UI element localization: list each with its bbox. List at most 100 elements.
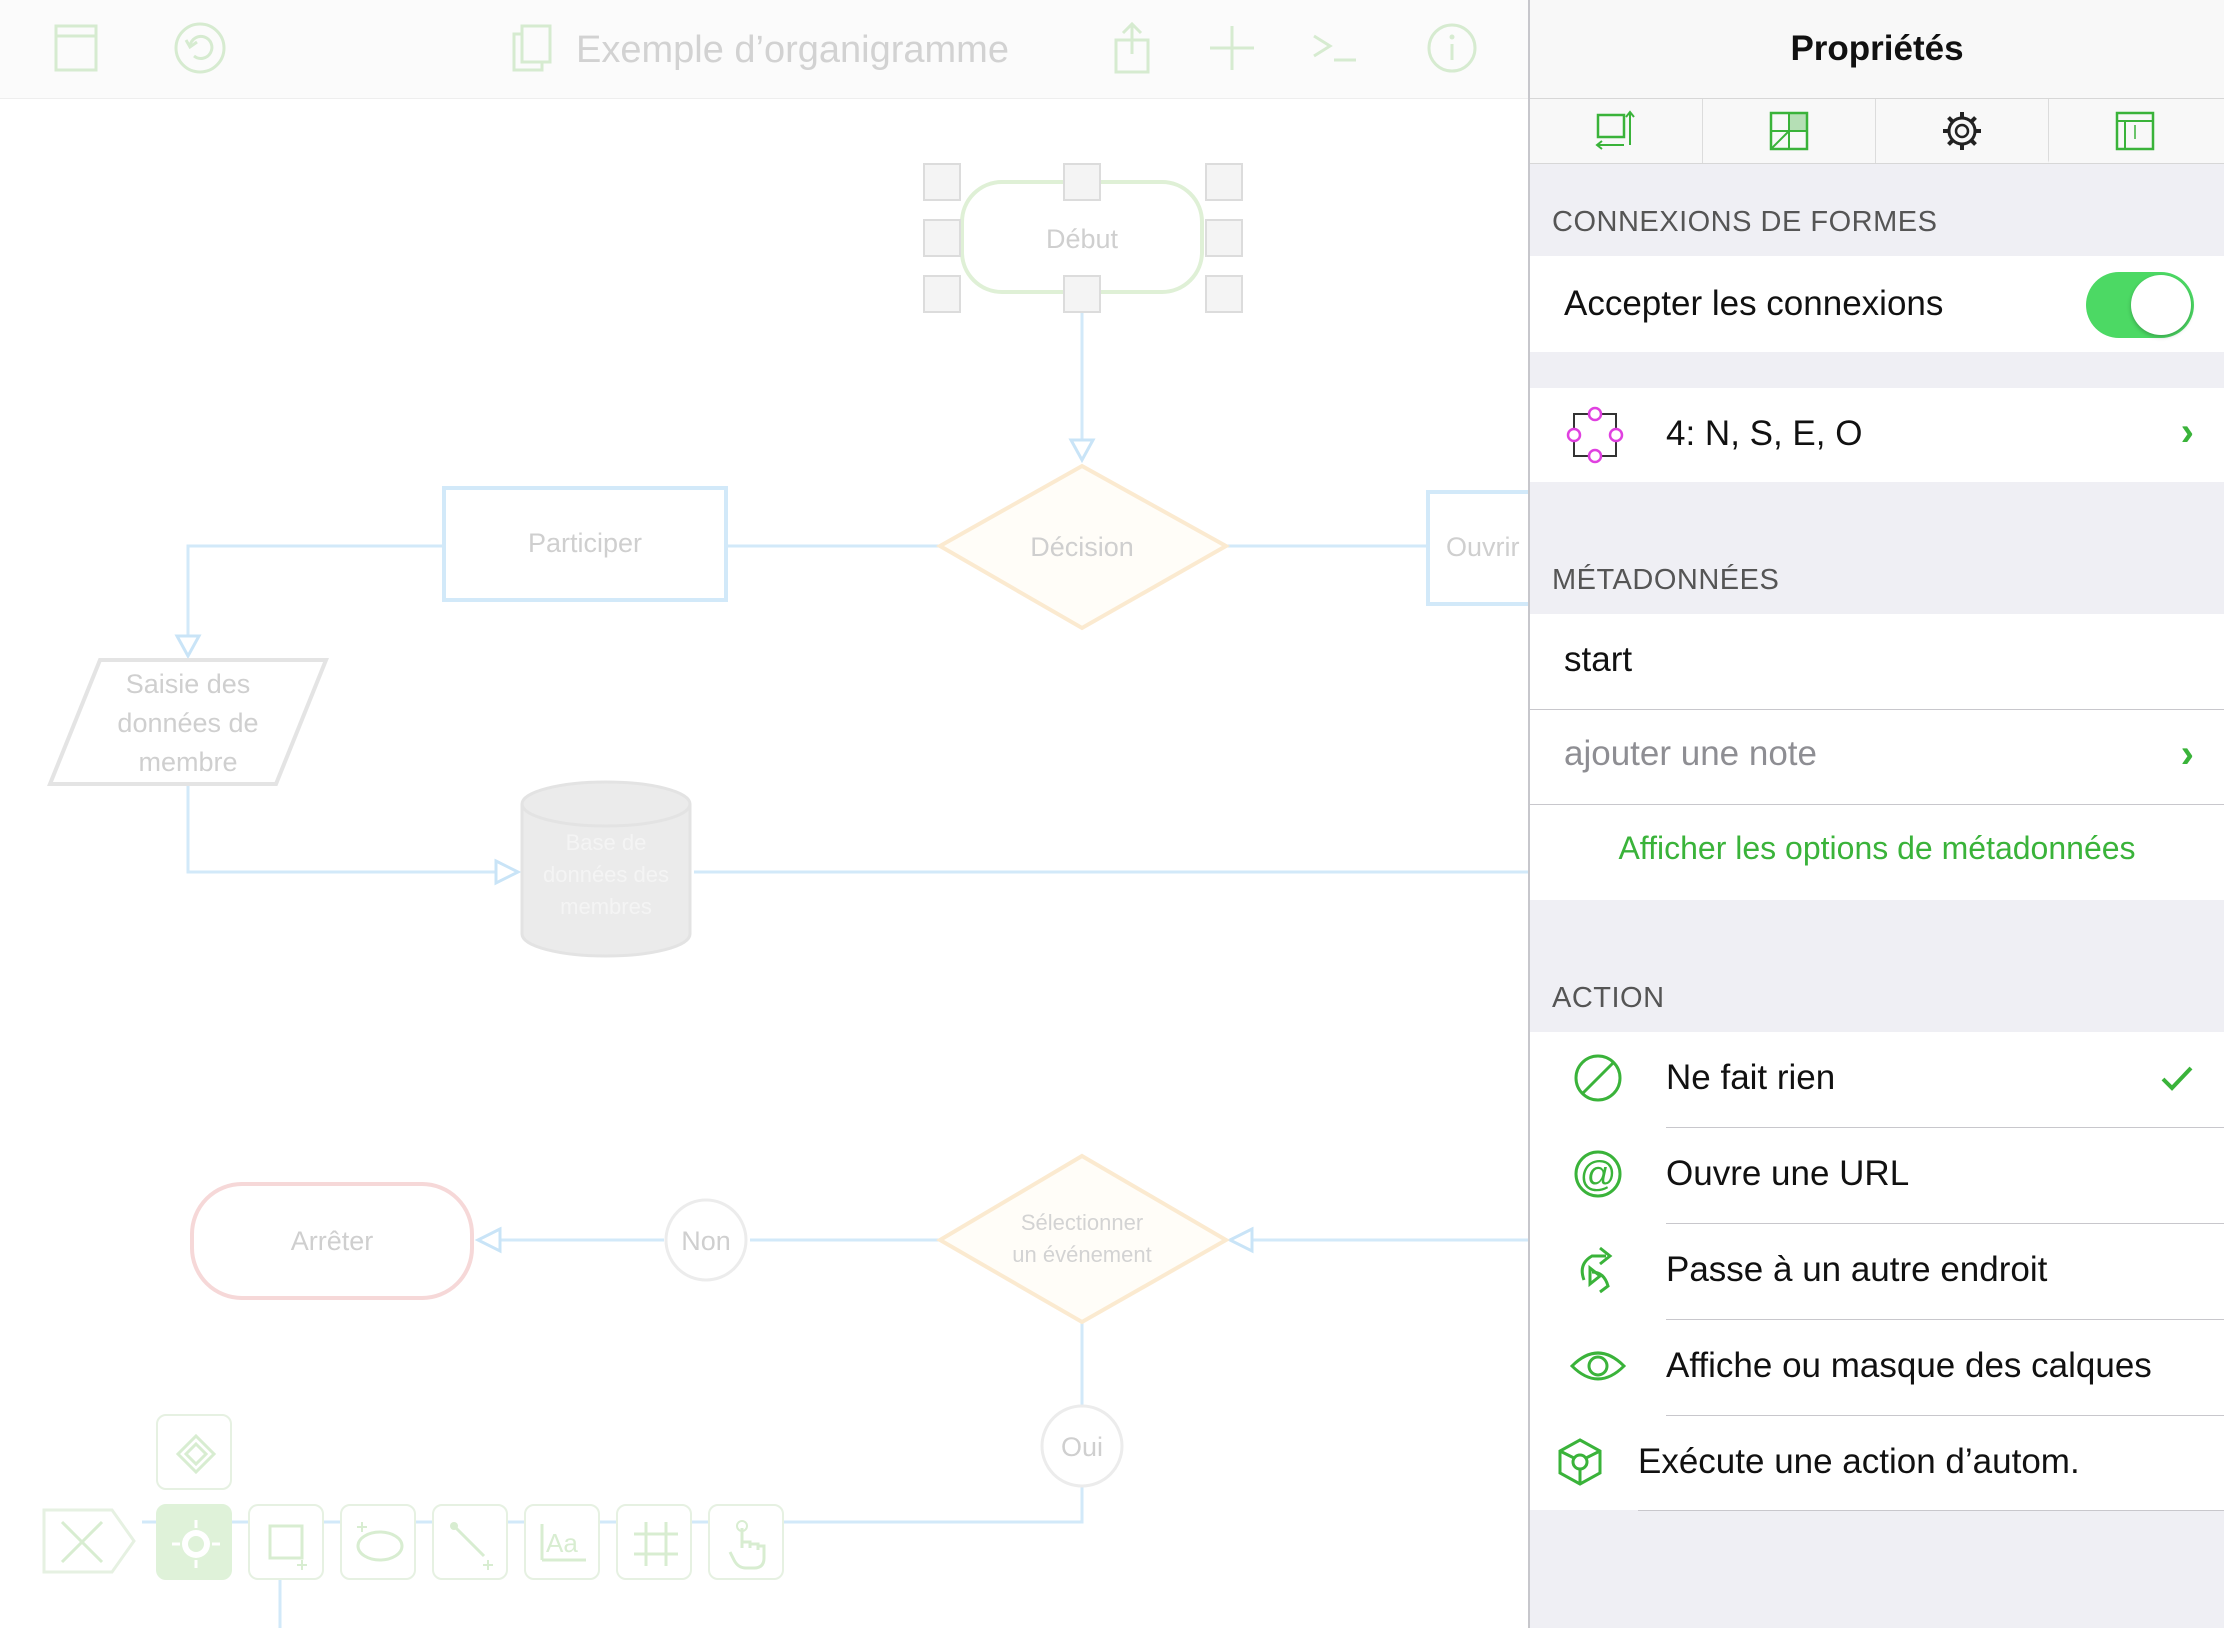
- action-list: Ne fait rien @ Ouvre une URL Passe à un …: [1530, 1032, 2224, 1511]
- action-item-label: Passe à un autre endroit: [1666, 1250, 2048, 1289]
- action-section-header: ACTION: [1552, 982, 1665, 1014]
- yes-label: Oui: [1061, 1432, 1103, 1462]
- checkmark-icon: [2161, 1066, 2193, 1091]
- separator: [1666, 1223, 2224, 1224]
- database-label-line2: données des: [543, 862, 669, 887]
- tab-style[interactable]: [1703, 99, 1876, 163]
- canvas-icon: [2115, 111, 2155, 151]
- action-item-jump[interactable]: Passe à un autre endroit: [1530, 1224, 2224, 1319]
- document-title[interactable]: Exemple d’organigramme: [576, 28, 1009, 71]
- connector-lines: [130, 290, 1528, 1628]
- action-item-label: Ne fait rien: [1666, 1058, 1836, 1097]
- svg-text:Aa: Aa: [546, 1528, 578, 1558]
- canvas-toolbar: Exemple d’organigramme: [0, 0, 1528, 99]
- document-title-container[interactable]: Exemple d’organigramme: [576, 22, 1009, 78]
- inspector-panel: Propriétés CONNEXIONS DE FORM: [1528, 0, 2224, 1628]
- undo-icon[interactable]: [172, 20, 228, 76]
- lasso-tool-button[interactable]: [340, 1504, 416, 1580]
- grid-tool-icon: [634, 1522, 678, 1566]
- participate-shape[interactable]: Participer: [442, 486, 728, 602]
- action-item-label: Exécute une action d’autom.: [1638, 1442, 2080, 1481]
- stop-shape[interactable]: Arrêter: [190, 1182, 474, 1300]
- selection-tool-button[interactable]: [42, 1504, 142, 1580]
- tab-canvas[interactable]: [2049, 99, 2222, 163]
- input-label-line1: Saisie des: [126, 669, 251, 699]
- separator: [1530, 804, 2224, 805]
- pen-tool-button[interactable]: [432, 1504, 508, 1580]
- metadata-options-link[interactable]: Afficher les options de métadonnées: [1618, 830, 2136, 866]
- accept-connections-label: Accepter les connexions: [1564, 284, 1944, 323]
- action-item-toggle-layers[interactable]: Affiche ou masque des calques: [1530, 1320, 2224, 1415]
- hand-tool-button[interactable]: [708, 1504, 784, 1580]
- action-item-nothing[interactable]: Ne fait rien: [1530, 1032, 2224, 1127]
- input-label-line2: données de: [117, 708, 258, 738]
- select-event-label-line1: Sélectionner: [1021, 1210, 1143, 1235]
- no-label-circle[interactable]: Non: [664, 1198, 748, 1282]
- share-icon[interactable]: [1104, 20, 1160, 76]
- metadata-section-header: MÉTADONNÉES: [1552, 564, 1780, 596]
- separator: [1638, 1510, 2224, 1511]
- selection-handles[interactable]: [923, 163, 1243, 313]
- metadata-group: start ajouter une note › Afficher les op…: [1530, 614, 2224, 900]
- separator: [1666, 1127, 2224, 1128]
- metadata-name-field[interactable]: start: [1564, 640, 1633, 679]
- hand-icon: [728, 1520, 766, 1570]
- open-shape[interactable]: Ouvrir: [1426, 490, 1528, 606]
- connections-section-header: CONNEXIONS DE FORMES: [1552, 206, 1938, 238]
- sidebar-icon[interactable]: [48, 20, 104, 76]
- note-field[interactable]: ajouter une note: [1564, 734, 1817, 773]
- document-icon[interactable]: [504, 20, 560, 76]
- tab-geometry[interactable]: [1530, 99, 1703, 163]
- decision-label: Décision: [1030, 532, 1134, 562]
- text-tool-button[interactable]: Aa: [524, 1504, 600, 1580]
- style-icon: [1769, 111, 1809, 151]
- rectangle-tool-icon: [268, 1524, 307, 1570]
- target-icon: [172, 1520, 220, 1568]
- select-event-label-line2: un événement: [1012, 1242, 1151, 1267]
- style-diamond-icon: [175, 1433, 217, 1475]
- database-shape[interactable]: Base de données des membres: [520, 780, 692, 958]
- flowchart-diagram[interactable]: Début Décision Participer Ouvrir: [0, 98, 1528, 1628]
- eye-icon: [1570, 1351, 1626, 1381]
- magnets-row[interactable]: 4: N, S, E, O ›: [1530, 388, 2224, 482]
- no-label: Non: [681, 1226, 731, 1256]
- prohibit-icon: [1574, 1054, 1622, 1102]
- action-item-open-url[interactable]: @ Ouvre une URL: [1530, 1128, 2224, 1223]
- accept-connections-row: Accepter les connexions: [1530, 256, 2224, 352]
- svg-text:@: @: [1580, 1153, 1617, 1194]
- automation-icon: [1558, 1438, 1602, 1486]
- accept-connections-toggle[interactable]: [2086, 272, 2194, 338]
- decision-shape[interactable]: Décision: [935, 463, 1231, 631]
- start-shape[interactable]: Début: [960, 180, 1204, 294]
- style-tool-button[interactable]: [156, 1414, 232, 1490]
- shape-tool-button[interactable]: [248, 1504, 324, 1580]
- tab-properties[interactable]: [1876, 99, 2049, 163]
- input-label-line3: membre: [138, 747, 237, 777]
- open-label: Ouvrir: [1446, 532, 1520, 562]
- gear-icon: [1943, 112, 1981, 150]
- lasso-icon: [356, 1522, 404, 1562]
- canvas-area[interactable]: Exemple d’organigramme: [0, 0, 1528, 1628]
- magnets-label: 4: N, S, E, O: [1666, 414, 1863, 453]
- text-tool-icon: Aa: [540, 1524, 586, 1562]
- inspector-header: Propriétés: [1530, 0, 2224, 99]
- separator: [1666, 1319, 2224, 1320]
- select-event-shape[interactable]: Sélectionner un événement: [936, 1153, 1231, 1325]
- selection-tool-icon: [42, 1508, 136, 1574]
- action-item-label: Ouvre une URL: [1666, 1154, 1910, 1193]
- action-item-automation[interactable]: Exécute une action d’autom.: [1530, 1416, 2224, 1510]
- console-icon[interactable]: [1308, 20, 1364, 76]
- grid-tool-button[interactable]: [616, 1504, 692, 1580]
- input-shape[interactable]: Saisie des données de membre: [47, 658, 329, 786]
- chevron-right-icon: ›: [2180, 410, 2194, 454]
- database-label-line3: membres: [560, 894, 652, 919]
- point-tool-button[interactable]: [156, 1504, 232, 1580]
- inspector-title: Propriétés: [1790, 29, 1964, 68]
- at-icon: @: [1574, 1150, 1622, 1198]
- action-item-label: Affiche ou masque des calques: [1666, 1346, 2152, 1385]
- add-icon[interactable]: [1204, 20, 1260, 76]
- separator: [1666, 1415, 2224, 1416]
- arrow-heads: [174, 438, 1254, 1254]
- info-icon[interactable]: [1424, 20, 1480, 76]
- yes-label-circle[interactable]: Oui: [1040, 1404, 1124, 1488]
